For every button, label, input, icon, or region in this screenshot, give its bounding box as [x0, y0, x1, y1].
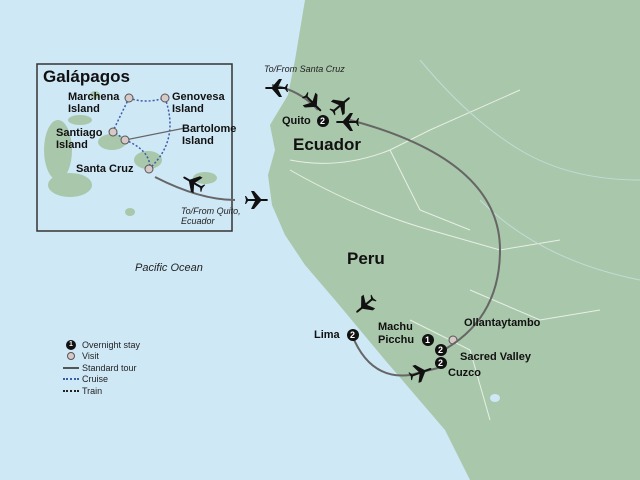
visit-markers [108, 93, 458, 345]
label-santiago: Santiago Island [56, 127, 103, 151]
legend-cruise: Cruise [82, 374, 109, 385]
land-mainland [268, 0, 640, 480]
legend-standard: Standard tour [82, 362, 137, 373]
label-bartolome: Bartolome Island [182, 123, 237, 147]
inset-title: Galápagos [43, 67, 130, 86]
label-peru: Peru [347, 249, 385, 268]
legend-visit: Visit [82, 351, 99, 362]
label-santa-cruz: Santa Cruz [76, 163, 134, 175]
overnight-icon: 1 [66, 339, 76, 350]
sacred-nights: 2 [438, 345, 444, 355]
label-lima: Lima [314, 329, 340, 341]
label-machu-picchu: Machu Picchu [378, 321, 415, 346]
label-cuzco: Cuzco [448, 367, 481, 379]
label-marchena: Marchena Island [68, 91, 120, 115]
label-sacred-valley: Sacred Valley [460, 351, 531, 363]
label-ollantaytambo: Ollantaytambo [464, 317, 541, 329]
label-ocean: Pacific Ocean [135, 262, 203, 274]
note-quito: To/From Quito, Ecuador [181, 206, 241, 226]
label-genovesa: Genovesa Island [172, 91, 225, 115]
legend-overnight: Overnight stay [82, 339, 141, 350]
cuzco-nights: 2 [438, 358, 444, 368]
galapagos-islands [44, 91, 217, 216]
rivers [419, 59, 640, 281]
quito-nights: 2 [320, 116, 326, 126]
legend-train: Train [82, 385, 103, 396]
visit-icon [67, 352, 75, 361]
cruise-line-icon [63, 378, 79, 381]
legend: 1 Overnight stay Visit Standard tour Crui… [60, 339, 140, 397]
region-borders [289, 89, 601, 421]
plane-icon [265, 79, 288, 97]
lake-titicaca [490, 394, 500, 402]
route-bartolome [124, 127, 186, 141]
label-ecuador: Ecuador [293, 135, 362, 154]
machu-nights: 1 [425, 335, 431, 345]
lima-nights: 2 [350, 330, 356, 340]
train-line-icon [63, 389, 79, 392]
standard-line-icon [63, 366, 79, 369]
label-quito: Quito [282, 115, 311, 127]
overnight-markers [317, 115, 447, 369]
note-santa-cruz: To/From Santa Cruz [264, 64, 345, 74]
